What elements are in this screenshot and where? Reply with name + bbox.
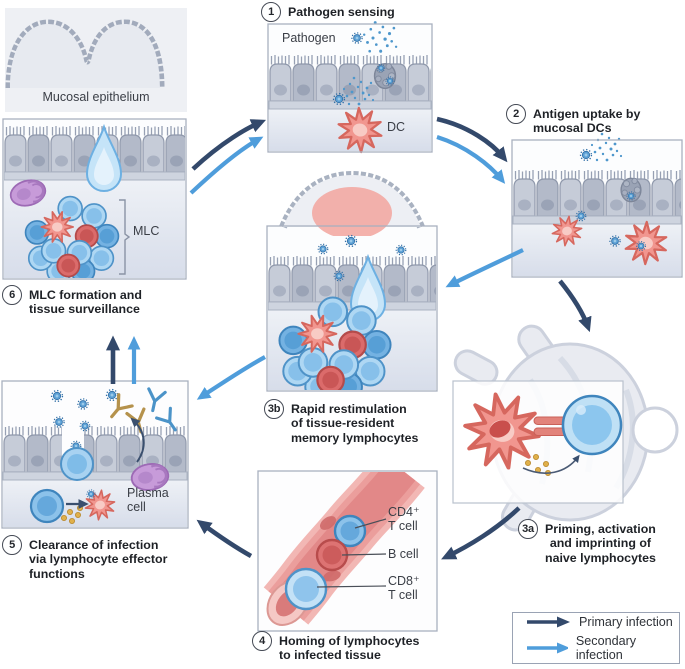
arrow-primary-2-to-3a: [558, 279, 592, 333]
legend-secondary-row: Secondary infection: [525, 634, 679, 662]
secondary-infection-arrow-icon: [527, 642, 568, 653]
panel-6-illustration: [2, 118, 187, 280]
arrow-primary-1-to-2: [436, 116, 508, 163]
panel-3b-illustration: [266, 170, 438, 392]
mlc-label: MLC: [133, 224, 160, 238]
legend-secondary-label: Secondary infection: [575, 633, 637, 662]
arrow-secondary-1-to-2: [436, 134, 506, 184]
panel-2-illustration: [511, 132, 683, 278]
pathogen-label: Pathogen: [282, 31, 336, 45]
plasma-cell-label: Plasma cell: [127, 486, 169, 514]
legend-primary-row: Primary infection: [525, 615, 679, 629]
arrow-secondary-3b-to-5: [196, 355, 267, 400]
primary-infection-arrow-icon: [527, 616, 570, 627]
arrow-secondary-6-to-1: [189, 136, 264, 195]
cycle-arrows: [105, 116, 592, 560]
panel-3a-illustration: [452, 380, 624, 504]
dc-label: DC: [387, 120, 406, 134]
b-cell-label: B cell: [388, 547, 419, 561]
panel-5-illustration: [1, 380, 189, 529]
panel-1-illustration: [267, 21, 433, 158]
panel-4-illustration: [257, 470, 438, 632]
mucosal-epithelium-label: Mucosal epithelium: [42, 90, 150, 104]
step-1-badge: 1: [261, 2, 281, 22]
step-2-badge: 2: [506, 104, 526, 124]
step-1-text: Pathogen sensing: [288, 4, 395, 19]
arrow-primary-6-to-1: [191, 119, 267, 171]
step-1-caption: 1 Pathogen sensing: [261, 2, 395, 22]
arrow-primary-4-to-5: [196, 519, 253, 559]
step-6-badge: 6: [2, 285, 22, 305]
cd8-t-cell-label: CD8⁺ T cell: [388, 574, 420, 602]
legend-primary-label: Primary infection: [579, 614, 673, 629]
cd4-t-cell-label: CD4⁺ T cell: [388, 505, 420, 533]
arrow-primary-3a-to-4: [441, 506, 521, 560]
mucosal-epithelium-illustration: [5, 8, 187, 112]
step-3a-badge: 3a: [518, 519, 538, 539]
arrow-secondary-2-to-3b: [445, 248, 524, 288]
legend: Primary infection Secondary infection: [512, 612, 680, 664]
step-5-badge: 5: [2, 535, 22, 555]
step-3b-badge: 3b: [264, 399, 284, 419]
step-4-badge: 4: [252, 631, 272, 651]
